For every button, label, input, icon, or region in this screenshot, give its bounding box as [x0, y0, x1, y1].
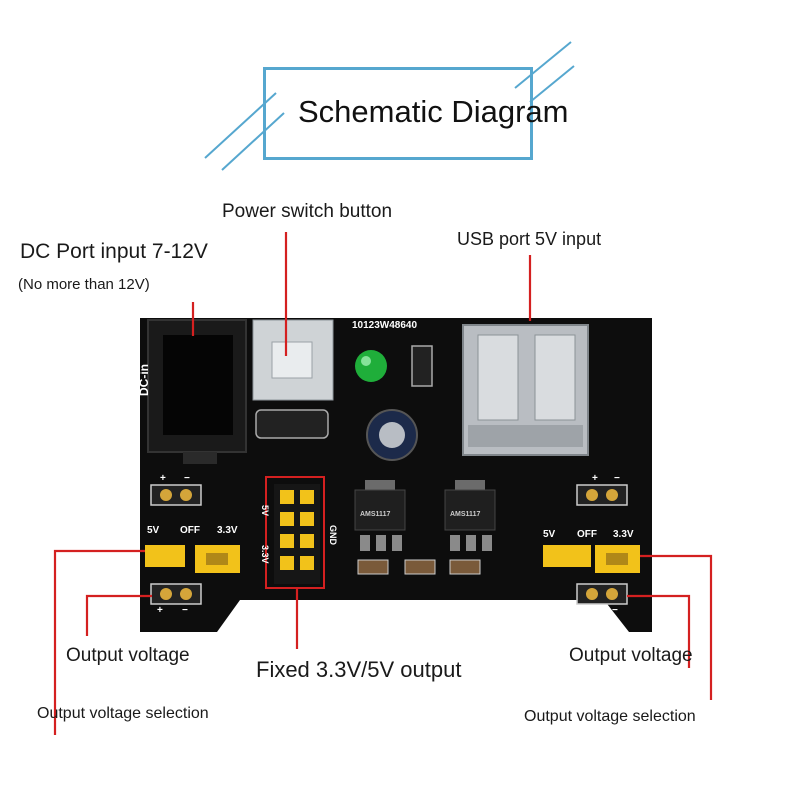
output-voltage-right-label: Output voltage: [569, 645, 693, 666]
selection-right-label: Output voltage selection: [524, 708, 696, 725]
right-top-minus: −: [614, 473, 620, 484]
selection-left-label: Output voltage selection: [37, 705, 209, 722]
usb-port: [462, 324, 589, 456]
capacitor: [366, 409, 418, 461]
left-jumper-33v: 3.3V: [217, 525, 238, 536]
right-top-plus: +: [592, 473, 598, 484]
leader-lines: [53, 232, 713, 735]
left-jumper-header: [145, 545, 185, 567]
fixed-output-label: Fixed 3.3V/5V output: [256, 657, 462, 682]
regulator-2: [444, 480, 496, 551]
regulator-1: [354, 480, 406, 551]
fixed-output-highlight: [265, 476, 325, 589]
left-top-plus: +: [160, 473, 166, 484]
right-jumper-33v: 3.3V: [613, 529, 634, 540]
left-bottom-minus: −: [182, 605, 188, 616]
right-jumper-header: [543, 545, 591, 567]
page-title: Schematic Diagram: [298, 94, 569, 129]
right-bottom-minus: −: [612, 605, 618, 616]
left-top-minus: −: [184, 473, 190, 484]
dc-jack: [147, 319, 247, 464]
left-jumper-off: OFF: [180, 525, 200, 536]
header-pins: [274, 484, 320, 584]
regulator-2-label: AMS1117: [450, 511, 480, 518]
dc-in-label: DC-in: [137, 364, 151, 396]
title-frame: [263, 67, 533, 160]
green-led: [355, 350, 387, 382]
right-jumper-off: OFF: [577, 529, 597, 540]
output-voltage-left-label: Output voltage: [66, 645, 190, 666]
power-switch: [252, 319, 334, 439]
left-jumper-5v: 5V: [147, 525, 160, 536]
right-bottom-plus: +: [589, 605, 595, 616]
regulator-1-label: AMS1117: [360, 511, 390, 518]
usb-port-label: USB port 5V input: [457, 229, 602, 249]
header-33v-label: 3.3V: [260, 545, 270, 564]
dc-port-note: (No more than 12V): [18, 276, 150, 293]
power-switch-label: Power switch button: [222, 201, 393, 222]
right-jumper-5v: 5V: [543, 529, 556, 540]
board-serial: 10123W48640: [352, 320, 417, 331]
header-gnd-label: GND: [328, 525, 338, 546]
left-bottom-plus: +: [157, 605, 163, 616]
header-5v-label: 5V: [260, 505, 270, 516]
dc-port-label: DC Port input 7-12V: [20, 240, 208, 263]
